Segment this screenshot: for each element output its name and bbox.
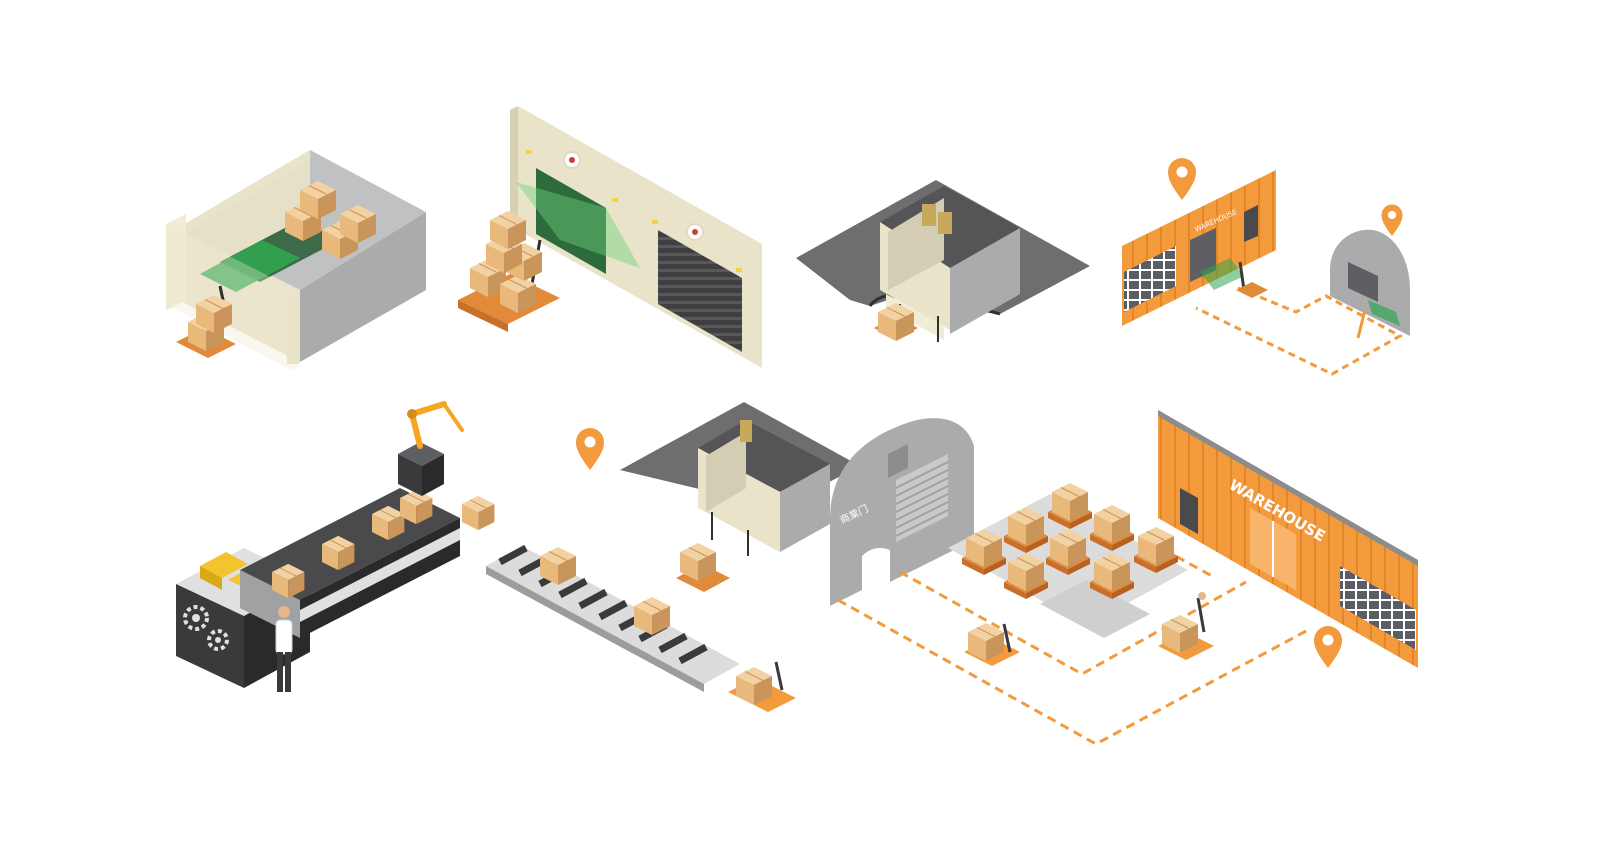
warehouse-yard-scene: WAREHOUSE [837, 410, 1418, 746]
gear-icon [183, 605, 229, 651]
location-pin-icon [1381, 204, 1403, 236]
loading-dock-scene [458, 106, 762, 368]
platform-room-scene [796, 180, 1090, 342]
production-line-scene [176, 401, 495, 692]
small-warehouse-scene: WAREHOUSE [1122, 158, 1410, 376]
location-pin-icon [1314, 626, 1342, 668]
pallet-jack-icon [176, 285, 236, 358]
worker-figure [275, 606, 293, 692]
cold-room-scene [166, 150, 426, 370]
platform-gate-scene: 商業门 [576, 402, 974, 606]
location-pin-icon [576, 428, 604, 470]
robot-arm-icon [398, 401, 464, 496]
location-pin-icon [1168, 158, 1196, 200]
roller-conveyor-scene [486, 544, 796, 712]
